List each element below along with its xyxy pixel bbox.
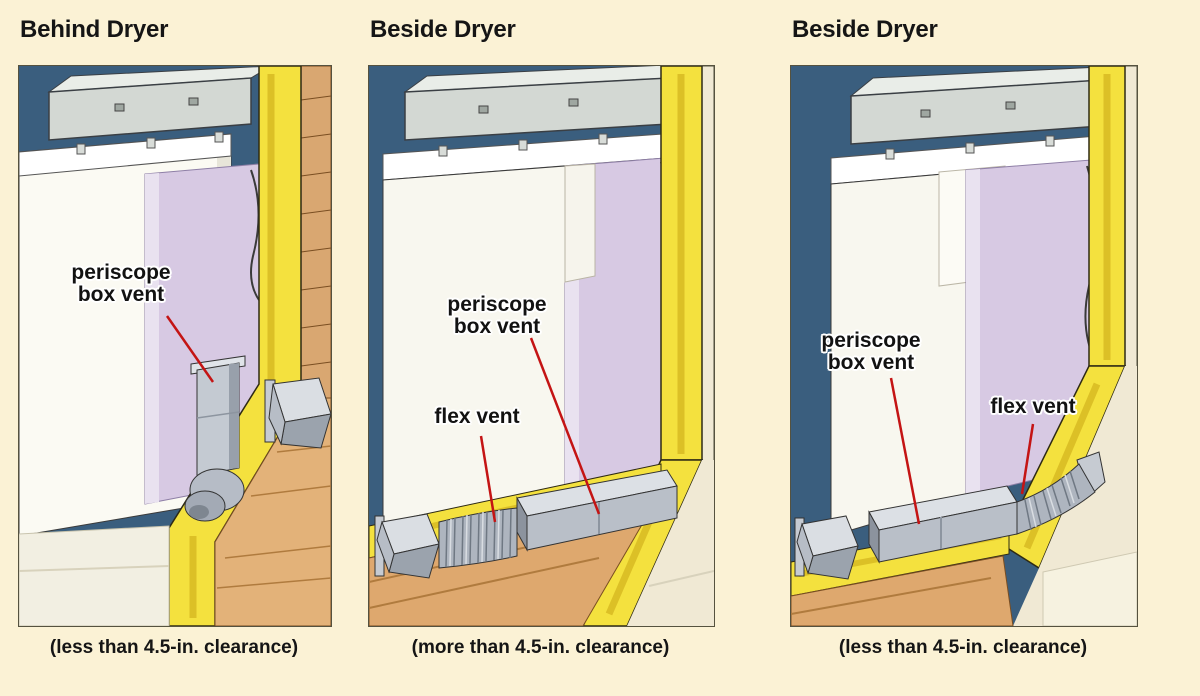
vent-elbow xyxy=(184,468,245,522)
flex-vent-duct xyxy=(1016,451,1106,535)
panel-caption: (less than 4.5-in. clearance) xyxy=(838,637,1088,658)
illustration-svg xyxy=(369,66,714,626)
leader-line-flex xyxy=(1020,423,1035,495)
label-flex-vent: flex vent xyxy=(434,405,520,428)
power-cord xyxy=(250,169,260,301)
panel-beside-dryer-flex: Beside Dryer xyxy=(368,0,715,696)
floor-cabinet xyxy=(19,525,170,626)
flex-vent-duct xyxy=(438,507,518,569)
leader-line-periscope xyxy=(165,315,215,383)
panel-title: Beside Dryer xyxy=(370,16,516,43)
periscope-box-vent xyxy=(516,469,678,552)
illustration-svg xyxy=(791,66,1137,626)
illustration-svg xyxy=(19,66,331,626)
dryer-console xyxy=(849,66,1122,145)
panel-beside-dryer-tight: Beside Dryer xyxy=(790,0,1138,696)
illustration-beside-dryer-1: periscope box vent flex vent xyxy=(368,65,715,627)
dryer-console xyxy=(47,66,272,141)
label-periscope-box-vent: periscope box vent xyxy=(447,293,547,339)
exterior-vent-hood xyxy=(374,513,440,579)
wood-floor xyxy=(791,555,1014,626)
dryer-back-panel xyxy=(564,157,666,497)
panel-caption: (more than 4.5-in. clearance) xyxy=(411,637,670,658)
panel-behind-dryer: Behind Dryer xyxy=(18,0,332,696)
panel-caption: (less than 4.5-in. clearance) xyxy=(49,637,299,658)
leader-line-flex xyxy=(479,435,497,523)
leader-line-periscope xyxy=(529,337,601,515)
dryer-body xyxy=(382,165,566,535)
illustration-beside-dryer-2: periscope box vent flex vent xyxy=(790,65,1138,627)
label-periscope-box-vent: periscope box vent xyxy=(71,261,171,307)
wood-siding xyxy=(300,66,331,402)
periscope-box-vent xyxy=(190,355,246,477)
exterior-wall xyxy=(627,460,714,626)
panel-title: Beside Dryer xyxy=(792,16,938,43)
label-periscope-box-vent: periscope box vent xyxy=(821,329,921,375)
exterior-vent-hood xyxy=(264,377,331,449)
label-flex-vent: flex vent xyxy=(990,395,1076,418)
periscope-box-vent xyxy=(868,485,1018,564)
leader-line-periscope xyxy=(889,377,921,525)
exterior-vent-hood xyxy=(794,515,859,580)
dryer-top-band xyxy=(19,131,232,177)
illustration-behind-dryer: periscope box vent xyxy=(18,65,332,627)
panel-title: Behind Dryer xyxy=(20,16,169,43)
